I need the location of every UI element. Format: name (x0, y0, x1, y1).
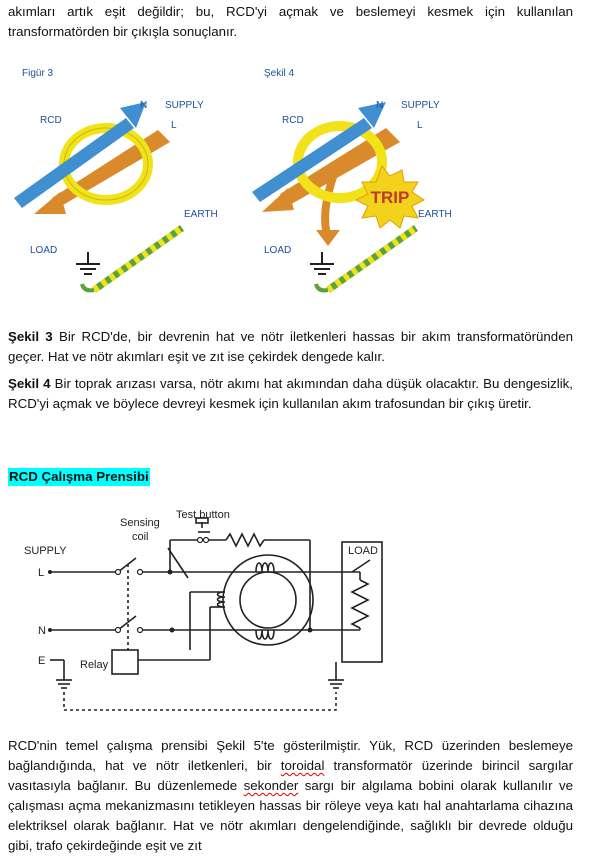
body-text-2: transformatör üzerinde birincil sargılar… (8, 758, 573, 793)
line-arrow (252, 102, 386, 202)
figure-4-caption: Şekil 4 (264, 68, 294, 79)
sensing-label: Sensing (120, 517, 160, 529)
body-text-3: sargı bir algılama bobini olarak kullanı… (8, 778, 574, 853)
body-text-1: RCD'nin temel çalışma prensibi Şekil 5't… (8, 738, 573, 773)
figure-4-description: Şekil 4 Bir toprak arızası varsa, nötr a… (8, 374, 573, 414)
rcd-circuit-diagram: Test button Sensing coil SUPPLY L N E Re… (24, 509, 383, 711)
intro-paragraph: akımları artık eşit değildir; bu, RCD'yi… (8, 4, 573, 39)
l-label: L (171, 120, 177, 131)
earth-label: EARTH (418, 209, 452, 220)
supply-label: SUPPLY (165, 100, 204, 111)
supply-label: SUPPLY (401, 100, 440, 111)
n-label: N (376, 100, 383, 111)
spellcheck-word-toroidal: toroidal (280, 758, 325, 773)
test-button-label: Test button (176, 509, 230, 521)
spellcheck-word-sekonder: sekonder (243, 778, 299, 793)
coil-label: coil (132, 531, 149, 543)
earth-cable (314, 225, 419, 293)
l-label: L (417, 120, 423, 131)
rcd-label: RCD (282, 115, 304, 126)
circuit-l-label: L (38, 567, 44, 579)
trip-label: TRIP (371, 188, 410, 207)
figure-3-text: Bir RCD'de, bir devrenin hat ve nötr ile… (8, 329, 573, 364)
trip-burst-icon: TRIP (354, 165, 425, 229)
figure-3-caption: Figür 3 (22, 68, 54, 79)
line-arrow (14, 102, 146, 208)
earth-cable (80, 225, 185, 293)
load-label: LOAD (264, 245, 291, 256)
n-label: N (140, 100, 147, 111)
circuit-e-label: E (38, 655, 45, 667)
figure-3-label: Şekil 3 (8, 329, 53, 344)
section-heading: RCD Çalışma Prensibi (8, 468, 150, 486)
load-label: LOAD (30, 245, 57, 256)
rcd-label: RCD (40, 115, 62, 126)
circuit-supply-label: SUPPLY (24, 545, 67, 557)
figure-4: Şekil 4 TRIP RCD N SUPPLY L EARTH LOAD (252, 68, 452, 293)
figure-4-label: Şekil 4 (8, 376, 51, 391)
figure-3-description: Şekil 3 Bir RCD'de, bir devrenin hat ve … (8, 327, 573, 367)
figure-4-text: Bir toprak arızası varsa, nötr akımı hat… (8, 376, 573, 411)
relay-label: Relay (80, 659, 109, 671)
figure-3: Figür 3 RCD N SUPPLY L EARTH LOAD (14, 68, 218, 293)
circuit-n-label: N (38, 625, 46, 637)
earth-label: EARTH (184, 209, 218, 220)
body-paragraph: RCD'nin temel çalışma prensibi Şekil 5't… (8, 736, 573, 856)
earth-symbol-icon (76, 252, 100, 275)
earth-symbol-icon (310, 252, 334, 275)
circuit-load-label: LOAD (348, 545, 378, 557)
